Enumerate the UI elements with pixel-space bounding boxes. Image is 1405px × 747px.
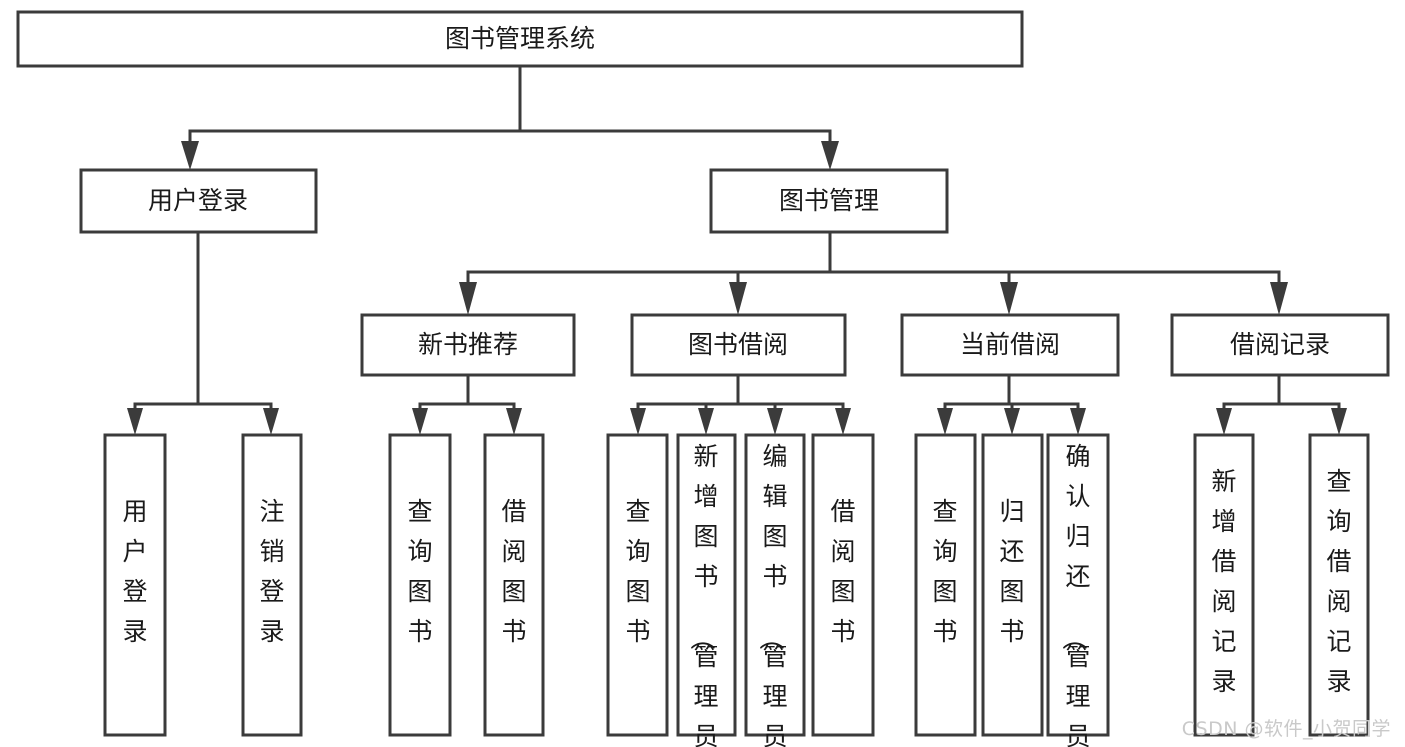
node-borrow-records-label: 借阅记录 xyxy=(1230,330,1330,359)
leaf-query-book-1[interactable]: 查询图书 xyxy=(388,433,452,737)
node-borrow-records-box[interactable] xyxy=(1170,313,1390,377)
node-book-borrow-box[interactable] xyxy=(630,313,847,377)
leaf-confirm-return[interactable]: 确认归还（管理员） xyxy=(1046,433,1110,747)
connector-group-book-management xyxy=(459,230,1288,315)
node-root[interactable]: 图书管理系统 xyxy=(16,10,1024,68)
leaf-query-book-2-box[interactable] xyxy=(606,433,669,737)
arrow-head-leaf-add-book xyxy=(698,408,714,435)
arrow-head-book-borrow xyxy=(729,282,747,315)
node-new-book-recommend-box[interactable] xyxy=(360,313,576,377)
node-current-borrow-label: 当前借阅 xyxy=(960,330,1060,359)
connector-group-user-login xyxy=(127,230,279,435)
leaf-query-book-1-box[interactable] xyxy=(388,433,452,737)
arrow-head-leaf-confirm-return xyxy=(1070,408,1086,435)
leaf-add-record[interactable]: 新增借阅记录 xyxy=(1193,433,1255,737)
connector-group-book-borrow xyxy=(630,373,851,435)
arrow-head-borrow-records xyxy=(1270,282,1288,315)
arrow-head-leaf-logout-login xyxy=(263,408,279,435)
arrow-head-leaf-query-book-3 xyxy=(937,408,953,435)
leaf-borrow-book-2-box[interactable] xyxy=(811,433,875,737)
arrow-head-leaf-query-record xyxy=(1331,408,1347,435)
leaf-add-record-box[interactable] xyxy=(1193,433,1255,737)
arrow-head-leaf-query-book-1 xyxy=(412,408,428,435)
arrow-head-leaf-add-record xyxy=(1216,408,1232,435)
leaf-confirm-return-box[interactable] xyxy=(1046,433,1110,737)
node-book-borrow[interactable]: 图书借阅 xyxy=(630,313,847,377)
leaf-query-record-label: 查询借阅记录 xyxy=(1326,467,1351,696)
leaf-query-book-3-label: 查询图书 xyxy=(932,497,957,646)
leaf-edit-book-box[interactable] xyxy=(744,433,806,737)
leaf-confirm-return-label: 确认归还（管理员） xyxy=(1059,442,1090,747)
node-root-box[interactable] xyxy=(16,10,1024,68)
leaf-user-login[interactable]: 用户登录 xyxy=(103,433,167,737)
connector-group-new-book-recommend xyxy=(412,373,522,435)
leaf-add-book-label: 新增图书（管理员） xyxy=(687,442,718,747)
leaf-borrow-book-2[interactable]: 借阅图书 xyxy=(811,433,875,737)
arrow-head-new-book-recommend xyxy=(459,282,477,315)
leaf-query-record-box[interactable] xyxy=(1308,433,1370,737)
node-user-login-box[interactable] xyxy=(79,168,318,234)
leaf-logout-login[interactable]: 注销登录 xyxy=(241,433,303,737)
node-current-borrow[interactable]: 当前借阅 xyxy=(900,313,1120,377)
arrow-head-current-borrow xyxy=(1000,282,1018,315)
leaf-query-book-3[interactable]: 查询图书 xyxy=(914,433,977,737)
arrow-head-leaf-borrow-book-2 xyxy=(835,408,851,435)
node-book-borrow-label: 图书借阅 xyxy=(688,330,788,359)
node-current-borrow-box[interactable] xyxy=(900,313,1120,377)
leaf-user-login-label: 用户登录 xyxy=(122,497,147,646)
leaf-borrow-book-1[interactable]: 借阅图书 xyxy=(483,433,545,737)
leaf-query-record[interactable]: 查询借阅记录 xyxy=(1308,433,1370,737)
leaf-return-book-label: 归还图书 xyxy=(999,497,1024,646)
leaf-add-record-label: 新增借阅记录 xyxy=(1211,467,1236,696)
node-user-login[interactable]: 用户登录 xyxy=(79,168,318,234)
arrow-head-leaf-return-book xyxy=(1004,408,1020,435)
arrow-head-user-login xyxy=(181,141,199,170)
arrow-head-book-management xyxy=(821,141,839,170)
node-new-book-recommend[interactable]: 新书推荐 xyxy=(360,313,576,377)
leaf-borrow-book-2-label: 借阅图书 xyxy=(830,497,855,646)
leaf-add-book-box[interactable] xyxy=(676,433,737,737)
leaf-return-book[interactable]: 归还图书 xyxy=(981,433,1044,737)
leaf-query-book-1-label: 查询图书 xyxy=(407,497,432,646)
node-borrow-records[interactable]: 借阅记录 xyxy=(1170,313,1390,377)
node-book-management-box[interactable] xyxy=(709,168,949,234)
arrow-head-leaf-user-login xyxy=(127,408,143,435)
leaf-edit-book[interactable]: 编辑图书（管理员） xyxy=(744,433,806,747)
leaf-return-book-box[interactable] xyxy=(981,433,1044,737)
node-book-management-label: 图书管理 xyxy=(779,186,879,215)
node-root-label: 图书管理系统 xyxy=(445,24,595,53)
connector-group-current-borrow xyxy=(937,373,1086,435)
connector-group-borrow-records xyxy=(1216,373,1347,435)
leaf-logout-login-box[interactable] xyxy=(241,433,303,737)
node-new-book-recommend-label: 新书推荐 xyxy=(418,330,518,359)
leaf-user-login-box[interactable] xyxy=(103,433,167,737)
arrow-head-leaf-query-book-2 xyxy=(630,408,646,435)
leaf-edit-book-label: 编辑图书（管理员） xyxy=(756,442,787,747)
arrow-head-leaf-edit-book xyxy=(767,408,783,435)
leaf-query-book-3-box[interactable] xyxy=(914,433,977,737)
leaf-borrow-book-1-box[interactable] xyxy=(483,433,545,737)
leaf-logout-login-label: 注销登录 xyxy=(259,497,284,646)
node-user-login-label: 用户登录 xyxy=(148,186,248,215)
arrow-head-leaf-borrow-book-1 xyxy=(506,408,522,435)
node-book-management[interactable]: 图书管理 xyxy=(709,168,949,234)
leaf-borrow-book-1-label: 借阅图书 xyxy=(501,497,526,646)
leaf-query-book-2[interactable]: 查询图书 xyxy=(606,433,669,737)
connector-group-root xyxy=(181,64,839,170)
leaf-add-book[interactable]: 新增图书（管理员） xyxy=(676,433,737,747)
leaf-query-book-2-label: 查询图书 xyxy=(625,497,650,646)
